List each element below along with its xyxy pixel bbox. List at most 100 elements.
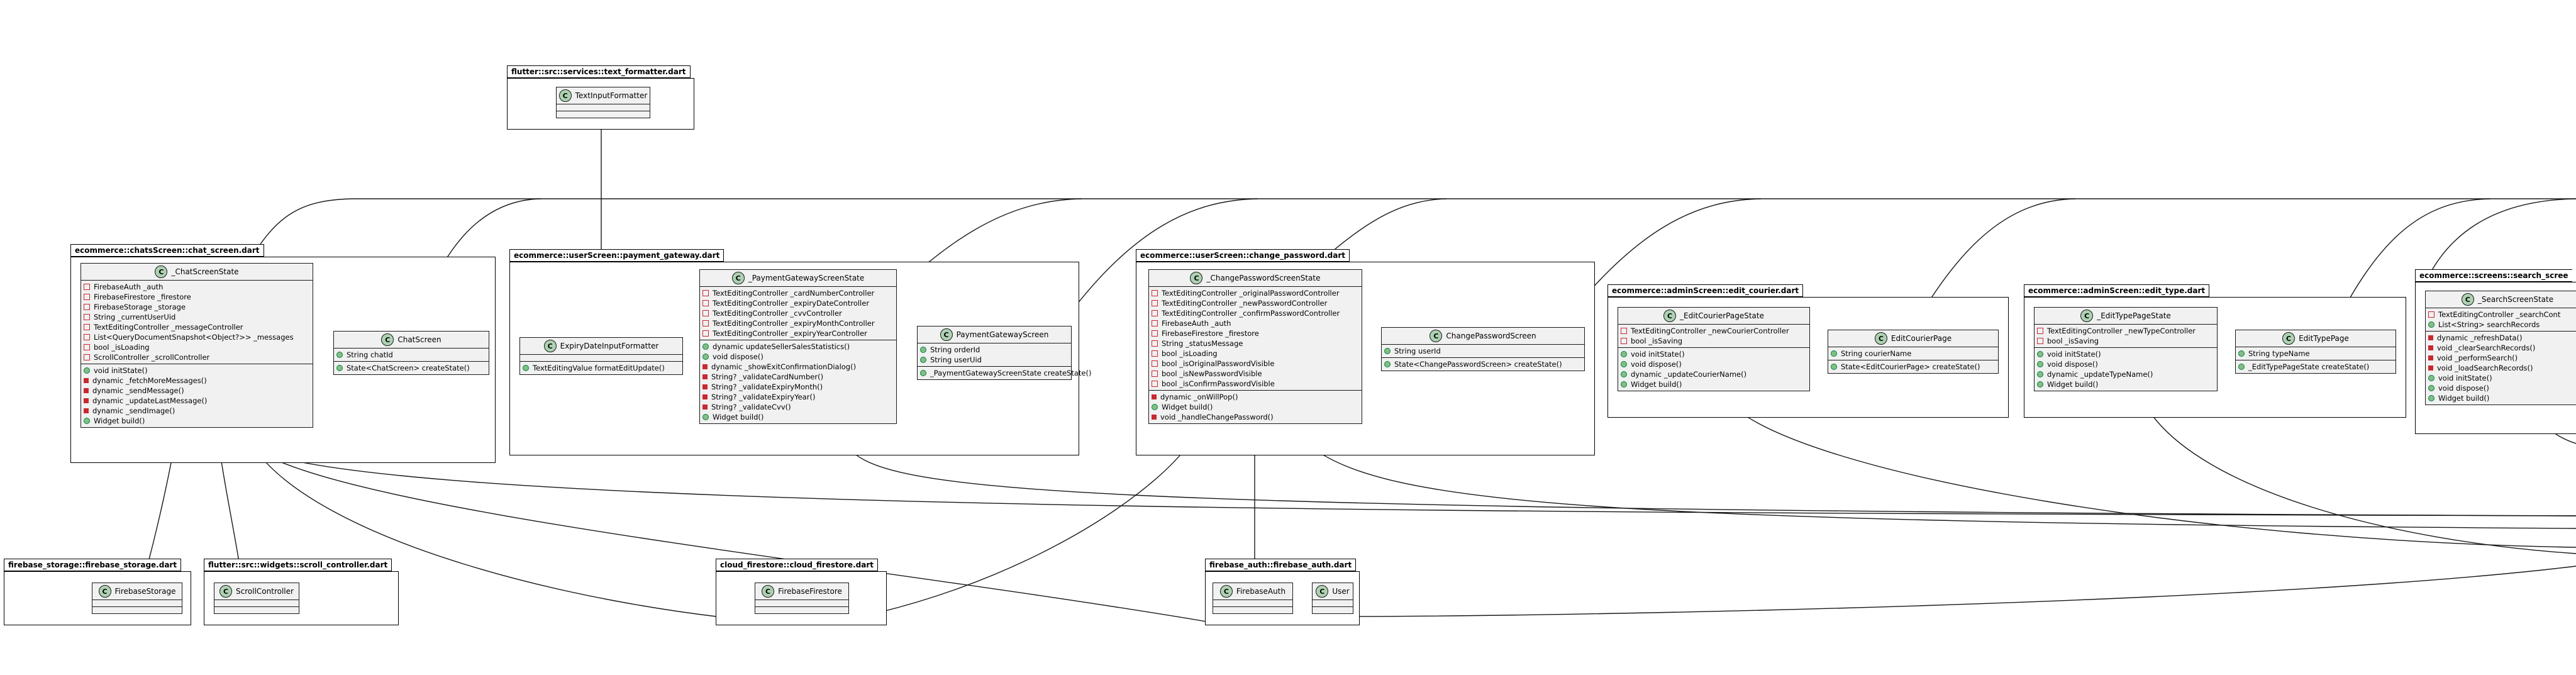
class-method: String? _validateExpiryMonth() [702,382,894,392]
class-header: C_EditTypePageState [2035,308,2217,325]
class-method: State<ChangePasswordScreen> createState(… [1384,359,1582,369]
member-text: State<EditCourierPage> createState() [1841,362,1980,371]
class-field: String typeName [2238,349,2393,359]
class-name: FirebaseAuth [1236,587,1286,596]
class-header: C_EditCourierPageState [1618,308,1809,325]
public-visibility-icon [1384,348,1391,354]
member-text: void _performSearch() [2437,354,2518,362]
member-text: void dispose() [1631,360,1682,369]
class-fields-compartment: String typeName [2236,347,2396,360]
public-visibility-icon [920,357,926,363]
class-field: bool _isLoading [84,342,310,352]
class-name: ChatScreen [397,335,441,344]
class-field: bool _isSaving [1621,336,1807,346]
class-name: _ChangePasswordScreenState [1206,274,1321,282]
class-methods-compartment [214,607,299,613]
class-name: FirebaseFirestore [778,587,842,596]
relation-line [257,452,765,622]
public-visibility-icon [1384,361,1391,367]
member-text: TextEditingController _cvvController [713,309,842,318]
member-text: FirebaseStorage _storage [94,303,186,311]
class-name: _EditTypePageState [2097,311,2171,320]
package-label-firebase-storage: firebase_storage::firebase_storage.dart [4,559,182,571]
private-visibility-icon [1152,394,1157,399]
public-visibility-icon [920,370,926,376]
member-text: String _statusMessage [1162,339,1243,348]
member-text: void initState() [94,366,148,375]
private-visibility-icon [84,344,90,350]
class-methods-compartment [1213,607,1292,613]
class-method: String? _validateExpiryYear() [702,392,894,402]
public-visibility-icon [336,365,343,371]
class-field: TextEditingController _searchCont [2428,310,2576,320]
relation-line [2426,198,2576,281]
package-label-payment-gateway: ecommerce::userScreen::payment_gateway.d… [509,249,724,262]
member-text: dynamic _refreshData() [2437,333,2523,342]
member-text: String? _validateExpiryMonth() [711,382,823,391]
private-visibility-icon [702,394,708,399]
public-visibility-icon [2428,395,2434,401]
class-field: TextEditingController _cvvController [702,308,894,318]
class-method: dynamic updateSellerSalesStatistics() [702,342,894,352]
class-header: C_PaymentGatewayScreenState [700,270,896,287]
member-text: TextEditingValue formatEditUpdate() [533,364,665,372]
member-text: FirebaseAuth _auth [1162,319,1231,328]
class-fields-compartment: TextEditingController _newCourierControl… [1618,325,1809,348]
relation-line [2147,408,2576,554]
member-text: String? _validateCardNumber() [711,372,824,381]
member-text: Widget build() [713,413,764,421]
public-visibility-icon [2238,364,2245,370]
class-stereotype-icon: C [1190,272,1203,284]
class-method: State<ChatScreen> createState() [336,363,486,373]
class-method: String? _validateCardNumber() [702,372,894,382]
private-visibility-icon [84,398,89,403]
public-visibility-icon [336,352,343,358]
member-text: TextEditingController _originalPasswordC… [1162,289,1340,298]
member-text: String courierName [1841,349,1912,358]
private-visibility-icon [84,324,90,330]
public-visibility-icon [2428,375,2434,381]
class-name: _ChatScreenState [171,267,239,276]
member-text: String userId [1394,347,1441,355]
class-field: FirebaseStorage _storage [84,302,310,312]
member-text: bool _isConfirmPasswordVisible [1162,379,1275,388]
class-method: void _clearSearchRecords() [2428,343,2576,353]
member-text: ScrollController _scrollController [94,353,210,362]
member-text: TextEditingController _searchCont [2438,310,2561,319]
class-methods-compartment: State<EditCourierPage> createState() [1828,360,1998,373]
relation-line [260,452,1214,623]
class-methods-compartment: TextEditingValue formatEditUpdate() [520,362,682,374]
class-methods-compartment [92,607,182,613]
member-text: String userUid [930,355,982,364]
class-field: bool _isNewPasswordVisible [1152,369,1359,379]
class-method: dynamic _updateCourierName() [1621,369,1807,379]
member-text: TextEditingController _expiryDateControl… [713,299,870,308]
class-name: _SearchScreenState [2477,295,2554,304]
class-stereotype-icon: C [1663,310,1677,322]
class-field: String userUid [920,355,1069,365]
